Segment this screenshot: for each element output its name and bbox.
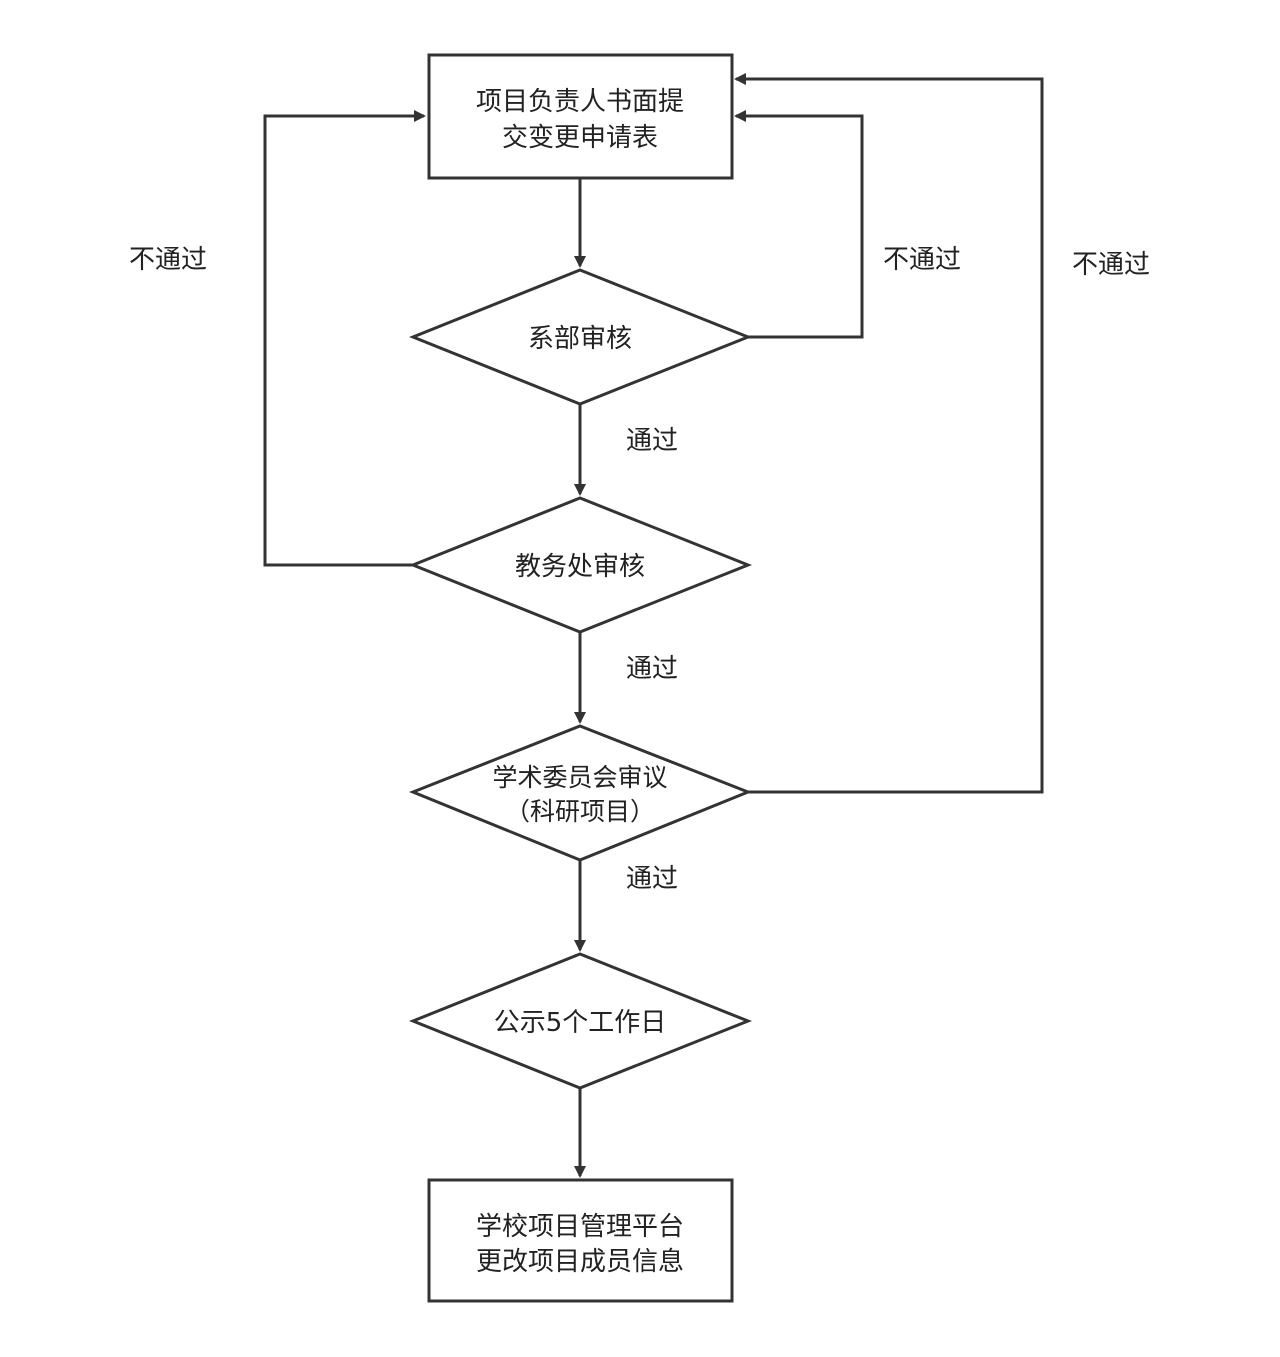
committee-review-diamond [408,724,753,862]
platform-update-box [427,1178,734,1303]
submit-request-line2: 交变更申请表 [502,123,658,153]
edge-label-fail-mid: 不通过 [883,245,961,275]
submit-request-box [427,53,734,180]
platform-update-line1: 学校项目管理平台 [476,1212,684,1242]
academic-affairs-review-label: 教务处审核 [515,552,645,582]
dept-review-label: 系部审核 [528,324,632,354]
platform-update-line2: 更改项目成员信息 [476,1247,684,1277]
edge-label-fail-right: 不通过 [1072,250,1150,280]
edge-academic-fail-loop [263,110,426,567]
edge-label-pass-3: 通过 [626,864,678,894]
edge-dept-fail-loop [734,110,864,339]
edge-label-fail-left: 不通过 [129,245,207,275]
edge-label-pass-1: 通过 [626,426,678,456]
submit-request-line1: 项目负责人书面提 [476,87,684,117]
academic-affairs-review-diamond [408,496,753,634]
committee-review-line2: （科研项目） [505,797,655,826]
publicity-diamond [408,952,753,1090]
committee-review-line1: 学术委员会审议 [492,763,667,792]
edge-label-pass-2: 通过 [626,654,678,684]
edge-committee-fail-loop [734,73,1044,794]
dept-review-diamond [408,268,753,406]
publicity-label: 公示5个工作日 [494,1008,667,1038]
